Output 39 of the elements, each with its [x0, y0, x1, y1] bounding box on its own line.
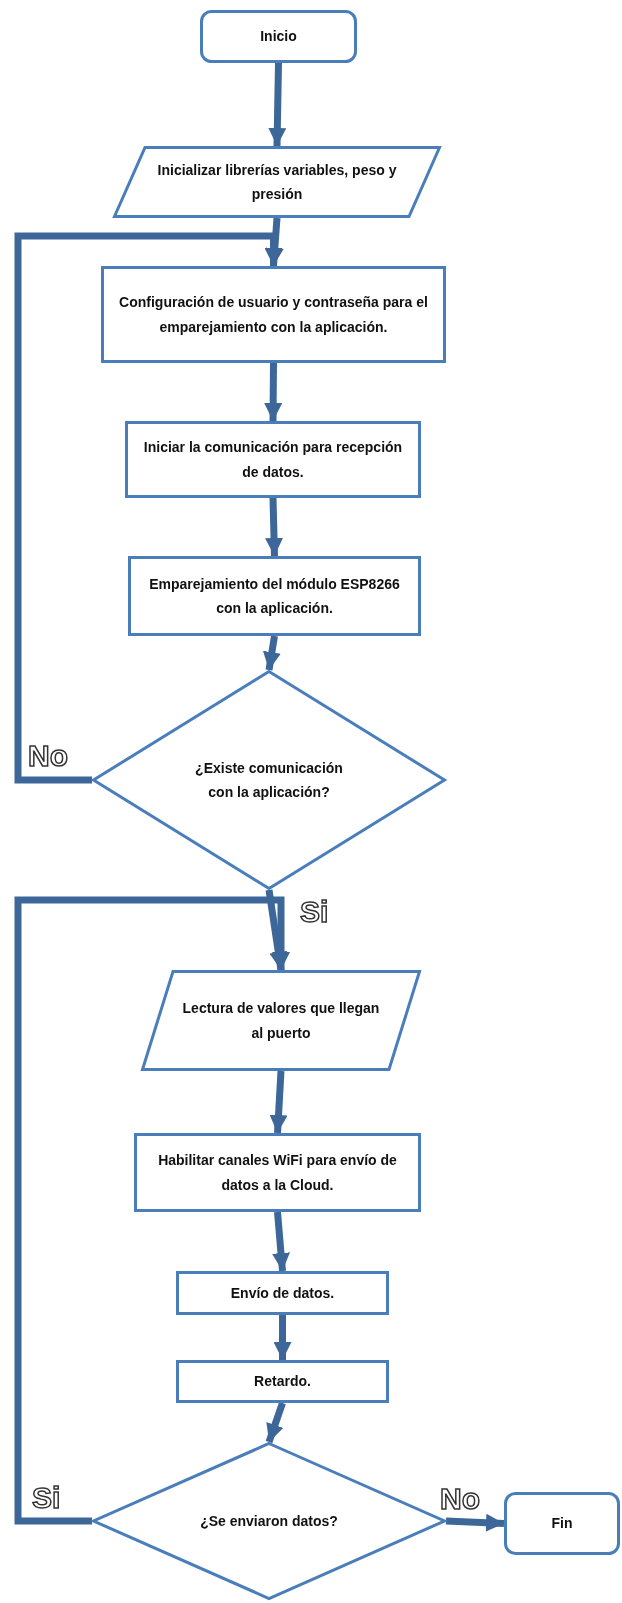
node-text: Habilitar canales WiFi para envío de datos a la Cloud. — [157, 1151, 398, 1195]
node-text: Lectura de valores que llegan al puerto — [181, 999, 381, 1043]
input-output-parallelogram — [113, 146, 441, 218]
arrow — [268, 62, 287, 147]
arrow — [269, 1070, 288, 1134]
edge-label: No — [440, 1484, 480, 1514]
arrow — [445, 1513, 505, 1532]
node-text: Retardo. — [254, 1372, 311, 1392]
process-box — [176, 1271, 389, 1315]
arrow — [265, 497, 284, 557]
node-text: Inicio — [260, 27, 297, 47]
terminal-box — [200, 10, 357, 63]
arrow — [263, 635, 281, 671]
process-box — [101, 266, 446, 363]
arrow — [264, 362, 283, 422]
decision-diamond — [92, 670, 446, 890]
arrow — [273, 1315, 292, 1360]
arrow — [265, 889, 288, 971]
process-box — [176, 1360, 389, 1403]
node-text: ¿Existe comunicación con la aplicación? — [194, 758, 344, 802]
arrow — [14, 232, 283, 784]
terminal-box — [504, 1492, 620, 1555]
arrow — [265, 1401, 286, 1444]
edge-label: No — [28, 741, 68, 771]
process-box — [125, 421, 421, 498]
edge-label: Si — [32, 1483, 61, 1513]
arrow — [272, 1211, 290, 1272]
node-text: Fin — [551, 1514, 573, 1534]
node-text: Envío de datos. — [230, 1283, 335, 1303]
node-text: Configuración de usuario y contraseña para el emparejamiento con la aplicación. — [118, 293, 429, 337]
edge-label: Si — [300, 897, 329, 927]
node-text: Inicializar librerías variables, peso y presión — [156, 160, 398, 204]
node-text: Emparejamiento del módulo ESP8266 con la aplicación. — [148, 574, 401, 618]
process-box — [128, 556, 421, 636]
node-text: Iniciar la comunicación para recepción de datos. — [142, 438, 404, 482]
process-box — [134, 1133, 421, 1212]
node-text: ¿Se enviaron datos? — [200, 1511, 338, 1531]
input-output-parallelogram — [141, 970, 421, 1071]
arrow — [14, 896, 290, 1525]
